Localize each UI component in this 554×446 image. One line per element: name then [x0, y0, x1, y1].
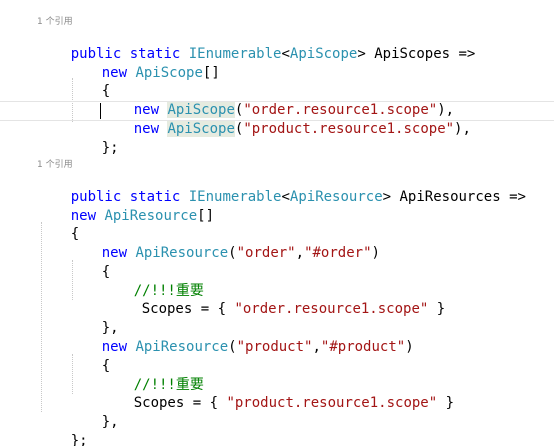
code-line[interactable]: }, — [101, 414, 119, 430]
code-line[interactable]: new ApiResource("product","#product") — [101, 339, 414, 355]
code-line[interactable]: { — [70, 226, 80, 242]
code-line[interactable]: //!!!重要 — [100, 358, 554, 393]
indent-guide — [72, 78, 73, 122]
type-token: ApiScope — [289, 46, 358, 62]
identifier-token: ApiResources => — [391, 189, 526, 205]
identifier-token: ApiScopes => — [365, 46, 476, 62]
type-token: ApiResource — [289, 189, 383, 205]
code-line[interactable]: new ApiScope[] — [101, 65, 220, 81]
code-line[interactable]: }, — [101, 320, 119, 336]
keyword-token: new — [101, 245, 128, 261]
keyword-token: static — [129, 46, 181, 62]
text-caret — [100, 103, 101, 119]
keyword-token: new — [70, 208, 97, 224]
string-token: "#product" — [320, 339, 406, 355]
code-line[interactable]: }; — [101, 140, 119, 156]
type-token: ApiResource — [104, 208, 198, 224]
code-line[interactable]: }; — [70, 433, 88, 446]
code-line[interactable]: { — [101, 83, 111, 99]
type-token: ApiScope — [167, 121, 235, 137]
code-line[interactable]: //!!!重要 — [100, 264, 554, 299]
code-line[interactable]: new ApiScope("product.resource1.scope"), — [133, 121, 471, 137]
comment-token: //!!!重要 — [133, 377, 204, 393]
reference-count-label[interactable]: 1 个引用 — [37, 160, 73, 170]
code-line[interactable]: Scopes = { "order.resource1.scope" } — [141, 301, 446, 317]
keyword-token: static — [129, 189, 181, 205]
string-token: "order.resource1.scope" — [243, 102, 438, 118]
type-token: ApiScope — [135, 65, 203, 81]
string-token: "#order" — [304, 245, 372, 261]
code-line[interactable]: Scopes = { "product.resource1.scope" } — [133, 395, 455, 411]
keyword-token: new — [133, 121, 160, 137]
indent-guide — [72, 260, 73, 300]
code-line[interactable]: { — [101, 358, 111, 374]
code-line[interactable]: new ApiResource("order","#order") — [101, 245, 380, 261]
code-line[interactable]: public static IEnumerable<ApiScope> ApiS… — [70, 46, 476, 62]
string-token: "order" — [236, 245, 296, 261]
code-line[interactable]: public static IEnumerable<ApiResource> A… — [70, 189, 526, 205]
string-token: "product.resource1.scope" — [226, 395, 438, 411]
type-token: ApiResource — [135, 339, 229, 355]
indent-guide — [41, 222, 42, 412]
type-token: IEnumerable — [188, 46, 282, 62]
current-line-highlight — [0, 101, 554, 121]
keyword-token: new — [101, 339, 128, 355]
type-token: ApiResource — [135, 245, 229, 261]
code-line[interactable]: { — [101, 264, 111, 280]
comment-token: //!!!重要 — [133, 283, 204, 299]
code-line[interactable]: new ApiResource[] — [70, 208, 215, 224]
type-token: IEnumerable — [188, 189, 282, 205]
indent-guide — [72, 354, 73, 394]
type-token: ApiScope — [167, 102, 235, 118]
keyword-token: new — [101, 65, 128, 81]
keyword-token: public — [70, 46, 122, 62]
keyword-token: new — [133, 102, 160, 118]
string-token: "product" — [236, 339, 313, 355]
keyword-token: public — [70, 189, 122, 205]
string-token: "product.resource1.scope" — [243, 121, 455, 137]
reference-count-label[interactable]: 1 个引用 — [37, 17, 73, 27]
string-token: "order.resource1.scope" — [234, 301, 429, 317]
code-line[interactable]: new ApiScope("order.resource1.scope"), — [133, 102, 455, 118]
